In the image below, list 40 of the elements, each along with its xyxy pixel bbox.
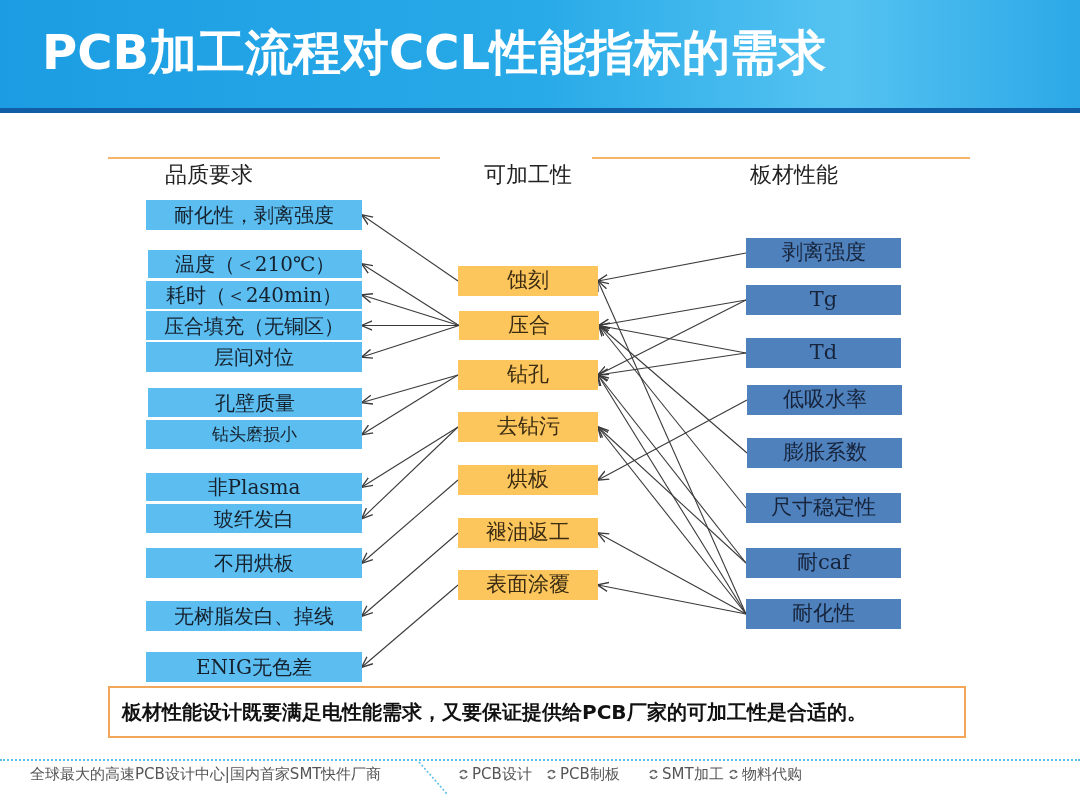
property-box: 膨胀系数 (747, 438, 902, 468)
property-box: Td (746, 338, 901, 368)
quality-box: 层间对位 (146, 342, 362, 372)
quality-box: 耐化性，剥离强度 (146, 200, 362, 230)
arrow (598, 324, 747, 509)
property-box: 耐化性 (746, 599, 901, 629)
footer-link: PCB制板 (560, 765, 620, 783)
process-box: 压合 (459, 311, 599, 340)
quality-box: 耗时（＜240min） (146, 281, 362, 309)
column-heading: 板材性能 (750, 162, 838, 189)
footer-link: SMT加工 (662, 765, 724, 783)
quality-box: 压合填充（无铜区） (146, 311, 362, 340)
quality-box: 不用烘板 (146, 548, 362, 578)
note-box: 板材性能设计既要满足电性能需求，又要保证提供给PCB厂家的可加工性是合适的。 (108, 686, 966, 738)
process-box: 表面涂覆 (458, 570, 598, 600)
quality-box: 孔壁质量 (148, 388, 362, 417)
footer-link: 物料代购 (742, 765, 802, 783)
footer-slogan: 全球最大的高速PCB设计中心|国内首家SMT快件厂商 (30, 765, 382, 783)
property-box: Tg (746, 285, 901, 315)
column-heading: 品质要求 (165, 162, 253, 189)
process-box: 蚀刻 (458, 266, 598, 296)
process-box: 钻孔 (458, 360, 598, 390)
arrow (597, 373, 747, 564)
quality-box: 非Plasma (146, 473, 362, 501)
quality-box: 玻纤发白 (146, 504, 362, 533)
quality-box: 钻头磨损小 (146, 420, 362, 449)
slide-title: PCB加工流程对CCL性能指标的需求 (42, 24, 827, 82)
quality-box: 温度（＜210℃） (148, 250, 362, 278)
column-heading: 可加工性 (484, 162, 572, 189)
process-box: 去钻污 (458, 412, 598, 442)
quality-box: ENIG无色差 (146, 652, 362, 682)
process-box: 褪油返工 (458, 518, 598, 548)
property-box: 尺寸稳定性 (746, 493, 901, 523)
footer-link: PCB设计 (472, 765, 532, 783)
arrow (597, 425, 747, 615)
property-box: 耐caf (746, 548, 901, 578)
process-box: 烘板 (458, 465, 598, 495)
property-box: 剥离强度 (746, 238, 901, 268)
quality-box: 无树脂发白、掉线 (146, 601, 362, 631)
property-box: 低吸水率 (747, 385, 902, 415)
